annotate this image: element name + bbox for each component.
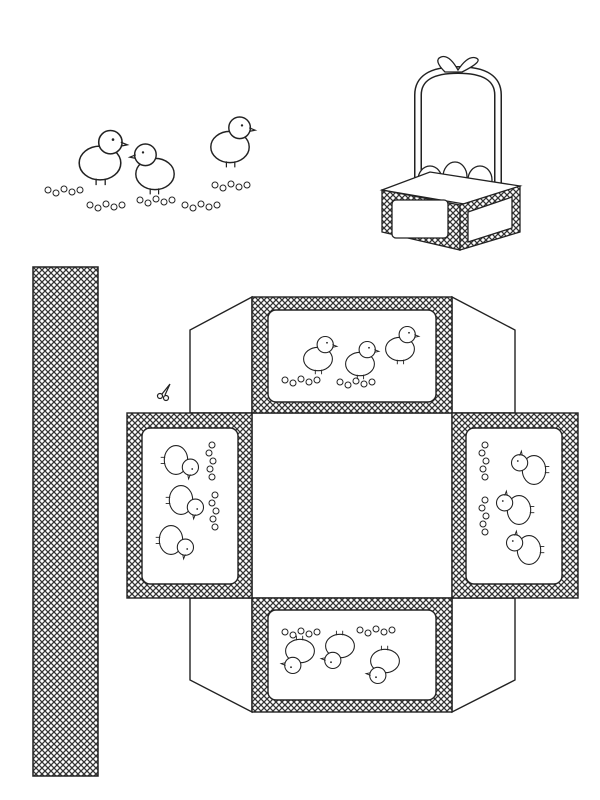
handle-strip <box>32 266 99 777</box>
flap-bottom-right <box>451 597 516 714</box>
flap-top-left <box>189 295 253 414</box>
scissors-icon <box>156 383 171 402</box>
flap-top-right <box>451 295 516 414</box>
assembled-basket-illustration <box>379 55 523 251</box>
chicks-illustration <box>44 116 256 212</box>
basket-base <box>251 412 453 599</box>
flap-bottom-left <box>189 597 253 714</box>
